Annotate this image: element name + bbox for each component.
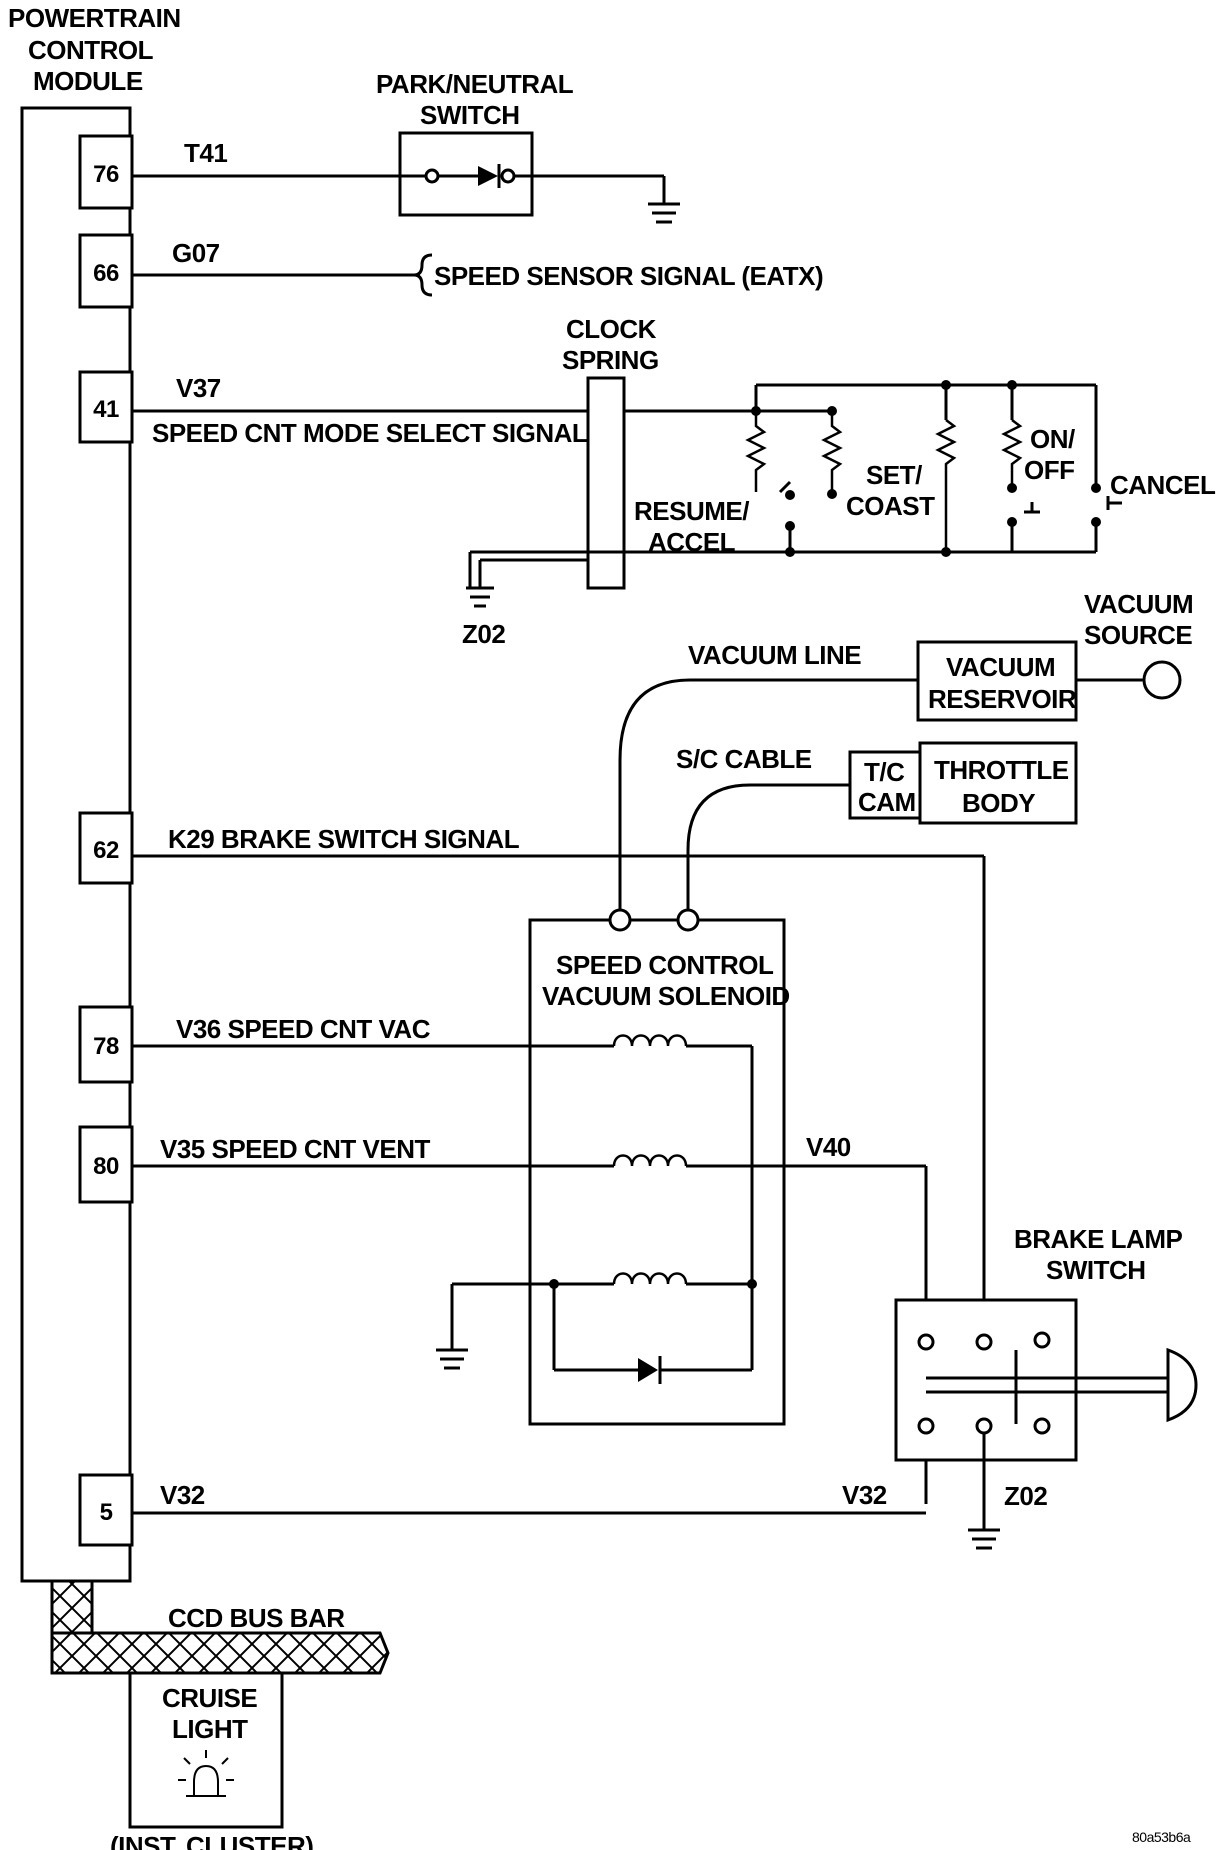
svg-text:66: 66 [93,260,119,287]
cancel-label: CANCEL [1110,470,1216,500]
ground-symbol-park-neutral [532,174,680,224]
brake-lamp-switch-label: BRAKE LAMP SWITCH [1014,1224,1183,1285]
svg-text:CLOCK: CLOCK [566,314,657,344]
vacuum-reservoir: VACUUM RESERVOIR [916,640,1078,722]
svg-text:BODY: BODY [962,788,1035,818]
speed-control-switch-network [468,380,1122,588]
svg-text:41: 41 [93,396,119,423]
svg-text:CAM: CAM [858,787,916,817]
svg-text:MODULE: MODULE [33,66,143,96]
svg-text:76: 76 [93,161,119,188]
throttle-body: THROTTLE BODY [918,741,1078,825]
tc-cam: T/C CAM [848,750,922,820]
svg-text:RESUME/: RESUME/ [634,496,749,526]
resume-accel-label: RESUME/ ACCEL [634,496,750,557]
wire-label-t41: T41 [184,138,227,168]
svg-text:80: 80 [93,1153,119,1180]
wire-label-g07: G07 [172,238,220,268]
cruise-light: CRUISE LIGHT [128,1671,284,1829]
lamp-icon [178,1750,234,1797]
svg-text:CONTROL: CONTROL [28,35,154,65]
solenoid-coil-third [612,1272,688,1285]
solenoid-coil-vent [612,1154,688,1167]
brake-lamp-switch [894,1298,1078,1462]
svg-text:THROTTLE: THROTTLE [934,755,1069,785]
svg-text:78: 78 [93,1033,119,1060]
wire-label-v37: V37 [176,373,221,403]
svg-text:SOURCE: SOURCE [1084,620,1192,650]
svg-text:T/C: T/C [864,757,905,787]
inst-cluster-label: (INST. CLUSTER) [110,1831,313,1850]
wire-label-v32-right: V32 [842,1480,887,1510]
on-off-label: ON/ OFF [1024,424,1076,485]
pcm-pin-76: 76 [78,134,134,210]
vacuum-line-hose [618,678,918,912]
set-coast-label: SET/ COAST [846,460,936,521]
park-neutral-switch-label: PARK/NEUTRAL SWITCH [376,69,574,130]
svg-text:OFF: OFF [1024,455,1075,485]
wire-label-k29: K29 BRAKE SWITCH SIGNAL [168,824,520,854]
svg-text:SWITCH: SWITCH [420,100,520,130]
pcm-pin-80: 80 [78,1125,134,1204]
svg-text:5: 5 [100,1499,113,1526]
wire-label-v35: V35 SPEED CNT VENT [160,1134,430,1164]
pcm-pin-5: 5 [78,1473,134,1547]
svg-text:SWITCH: SWITCH [1046,1255,1146,1285]
brake-lamp-switch-contacts [917,1331,1198,1435]
clock-spring-label: CLOCK SPRING [562,314,659,375]
ccd-bus-bar-label: CCD BUS BAR [168,1603,345,1633]
wire-label-v36: V36 SPEED CNT VAC [176,1014,431,1044]
svg-text:ACCEL: ACCEL [648,527,736,557]
clock-spring [586,376,626,590]
svg-text:COAST: COAST [846,491,935,521]
solenoid-coil-vac [612,1034,688,1047]
svg-text:VACUUM: VACUUM [1084,589,1193,619]
svg-text:VACUUM SOLENOID: VACUUM SOLENOID [542,981,790,1011]
svg-text:SPRING: SPRING [562,345,659,375]
sc-cable-label: S/C CABLE [676,744,812,774]
svg-text:SET/: SET/ [866,460,922,490]
park-neutral-switch [398,131,534,217]
svg-text:VACUUM: VACUUM [946,652,1055,682]
speed-control-vacuum-solenoid [528,918,786,1426]
svg-text:LIGHT: LIGHT [172,1714,248,1744]
ccd-bus-bar [50,1579,390,1675]
pcm-pin-66: 66 [78,233,134,309]
speed-sensor-signal-label: SPEED SENSOR SIGNAL (EATX) [434,261,823,291]
vacuum-source-label: VACUUM SOURCE [1084,589,1194,650]
svg-text:CRUISE: CRUISE [162,1683,257,1713]
svg-text:ON/: ON/ [1030,424,1075,454]
vacuum-source [1142,660,1182,700]
svg-text:POWERTRAIN: POWERTRAIN [8,3,181,33]
wire-label-v32-left: V32 [160,1480,205,1510]
vacuum-line-label: VACUUM LINE [688,640,861,670]
pcm-pin-62: 62 [78,811,134,885]
connector-bracket [413,253,433,297]
pcm-title: POWERTRAIN CONTROL MODULE [8,3,181,96]
pcm-pin-78: 78 [78,1005,134,1084]
ground-symbol-solenoid [436,1284,468,1370]
svg-text:BRAKE LAMP: BRAKE LAMP [1014,1224,1182,1254]
svg-text:62: 62 [93,837,119,864]
ground-symbol-brake-switch [968,1528,1000,1550]
wire-label-v40: V40 [806,1132,851,1162]
ground-symbol-z02-clock [466,560,494,608]
svg-text:PARK/NEUTRAL: PARK/NEUTRAL [376,69,574,99]
z02-brake-label: Z02 [1004,1481,1047,1511]
svg-text:RESERVOIR: RESERVOIR [928,684,1077,714]
z02-clock-label: Z02 [462,619,505,649]
speed-control-cable [686,783,850,912]
solenoid-label: SPEED CONTROL VACUUM SOLENOID [542,950,790,1011]
figure-id: 80a53b6a [1132,1829,1191,1845]
pcm-pin-41: 41 [78,370,134,444]
svg-text:SPEED CONTROL: SPEED CONTROL [556,950,774,980]
mode-select-signal-label: SPEED CNT MODE SELECT SIGNAL [152,418,588,448]
